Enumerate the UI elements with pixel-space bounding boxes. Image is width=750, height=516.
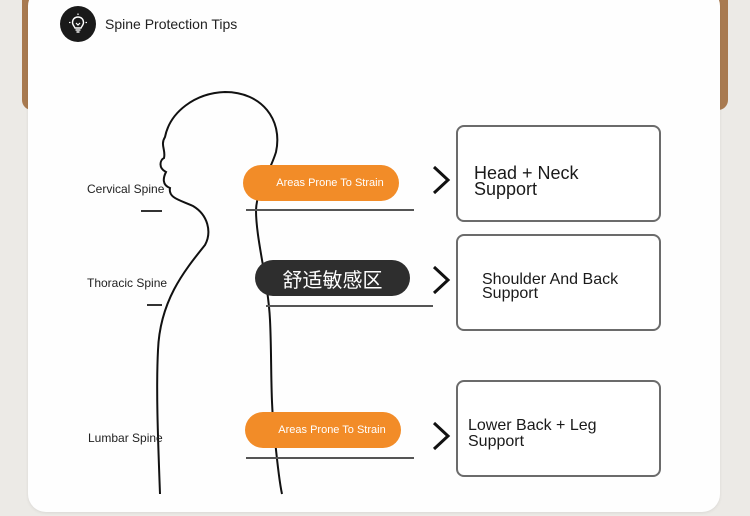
strain-pill-top: Areas Prone To Strain xyxy=(243,165,399,201)
chevron-right-icon xyxy=(432,265,451,295)
box-line-2: Support xyxy=(468,433,525,450)
thoracic-marker xyxy=(147,304,162,306)
cervical-marker xyxy=(141,210,162,212)
comfort-zone-pill: 舒适敏感区 xyxy=(255,260,410,296)
header: Spine Protection Tips xyxy=(60,6,237,42)
thoracic-spine-label: Thoracic Spine xyxy=(87,276,168,290)
chevron-right-icon xyxy=(432,421,451,451)
box-line-2: Support xyxy=(482,285,539,302)
page-title: Spine Protection Tips xyxy=(105,16,238,32)
lumbar-spine-label: Lumbar Spine xyxy=(88,431,163,445)
box-line-1: Shoulder And Back xyxy=(482,271,619,288)
lightbulb-icon xyxy=(60,6,96,42)
lumbar-underline xyxy=(246,457,414,459)
thoracic-underline xyxy=(266,305,433,307)
box-line-2: Support xyxy=(474,179,538,199)
box-line-1: Lower Back + Leg xyxy=(468,417,597,434)
strain-pill-bottom: Areas Prone To Strain xyxy=(245,412,401,448)
chevron-right-icon xyxy=(432,165,451,195)
head-neck-support-box: Head + Neck Support xyxy=(456,125,661,222)
cervical-spine-label: Cervical Spine xyxy=(87,182,165,196)
shoulder-back-support-box: Shoulder And Back Support xyxy=(456,234,661,331)
lower-back-leg-support-box: Lower Back + Leg Support xyxy=(456,380,661,477)
box-line-1: Head + Neck xyxy=(474,163,579,183)
cervical-underline xyxy=(246,209,414,211)
